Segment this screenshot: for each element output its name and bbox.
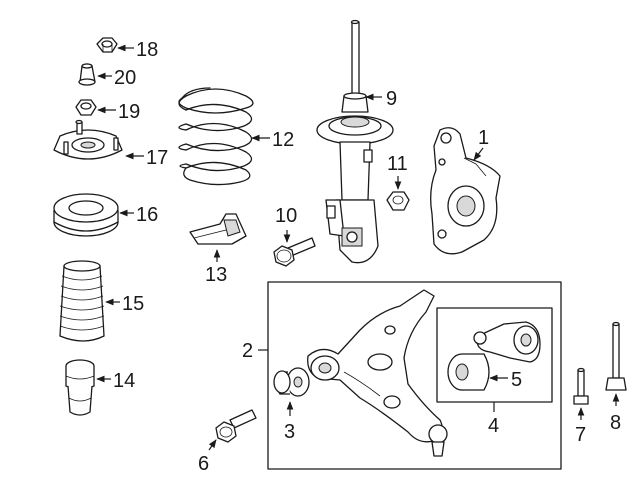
callout-19: 19: [118, 101, 140, 123]
part-11-nut: [386, 191, 410, 211]
callout-2: 2: [242, 340, 253, 362]
part-13-bracket: [189, 213, 247, 245]
callout-8: 8: [610, 412, 621, 434]
callout-17: 17: [146, 147, 168, 169]
part-16-spring-seat: [53, 193, 119, 237]
part-18-nut: [96, 37, 118, 53]
callout-1: 1: [478, 127, 489, 149]
part-6-bolt: [215, 409, 257, 443]
callout-6: 6: [198, 453, 209, 475]
part-1-knuckle: [430, 127, 501, 255]
callout-7: 7: [575, 424, 586, 446]
callout-11: 11: [387, 153, 408, 175]
callout-3: 3: [284, 421, 295, 443]
part-2-control-arm: [307, 289, 448, 457]
part-17-strut-mount: [53, 119, 123, 160]
part-19-nut: [75, 99, 97, 116]
leader-6: [208, 439, 217, 451]
callout-16: 16: [136, 204, 158, 226]
callout-12: 12: [272, 129, 294, 151]
callout-10: 10: [275, 205, 297, 227]
callout-9: 9: [386, 88, 397, 110]
callout-5: 5: [511, 369, 522, 391]
callout-14: 14: [113, 370, 135, 392]
callout-20: 20: [114, 67, 136, 89]
callout-15: 15: [122, 293, 144, 315]
assembly-box-2: [267, 281, 562, 470]
part-7-bolt: [573, 367, 589, 405]
part-9-strut: [316, 19, 394, 264]
callout-13: 13: [205, 264, 227, 286]
part-15-dust-boot: [59, 260, 105, 342]
part-14-bump-stop: [65, 359, 95, 416]
part-8-bolt: [605, 321, 627, 391]
callout-18: 18: [136, 39, 158, 61]
leader-1: [473, 147, 484, 161]
part-3-bushing: [273, 367, 310, 397]
part-5-bushing: [447, 321, 541, 391]
part-20-cap: [78, 63, 96, 86]
part-12-coil-spring: [178, 87, 254, 186]
part-10-bolt: [273, 237, 316, 267]
callout-4: 4: [488, 415, 499, 437]
